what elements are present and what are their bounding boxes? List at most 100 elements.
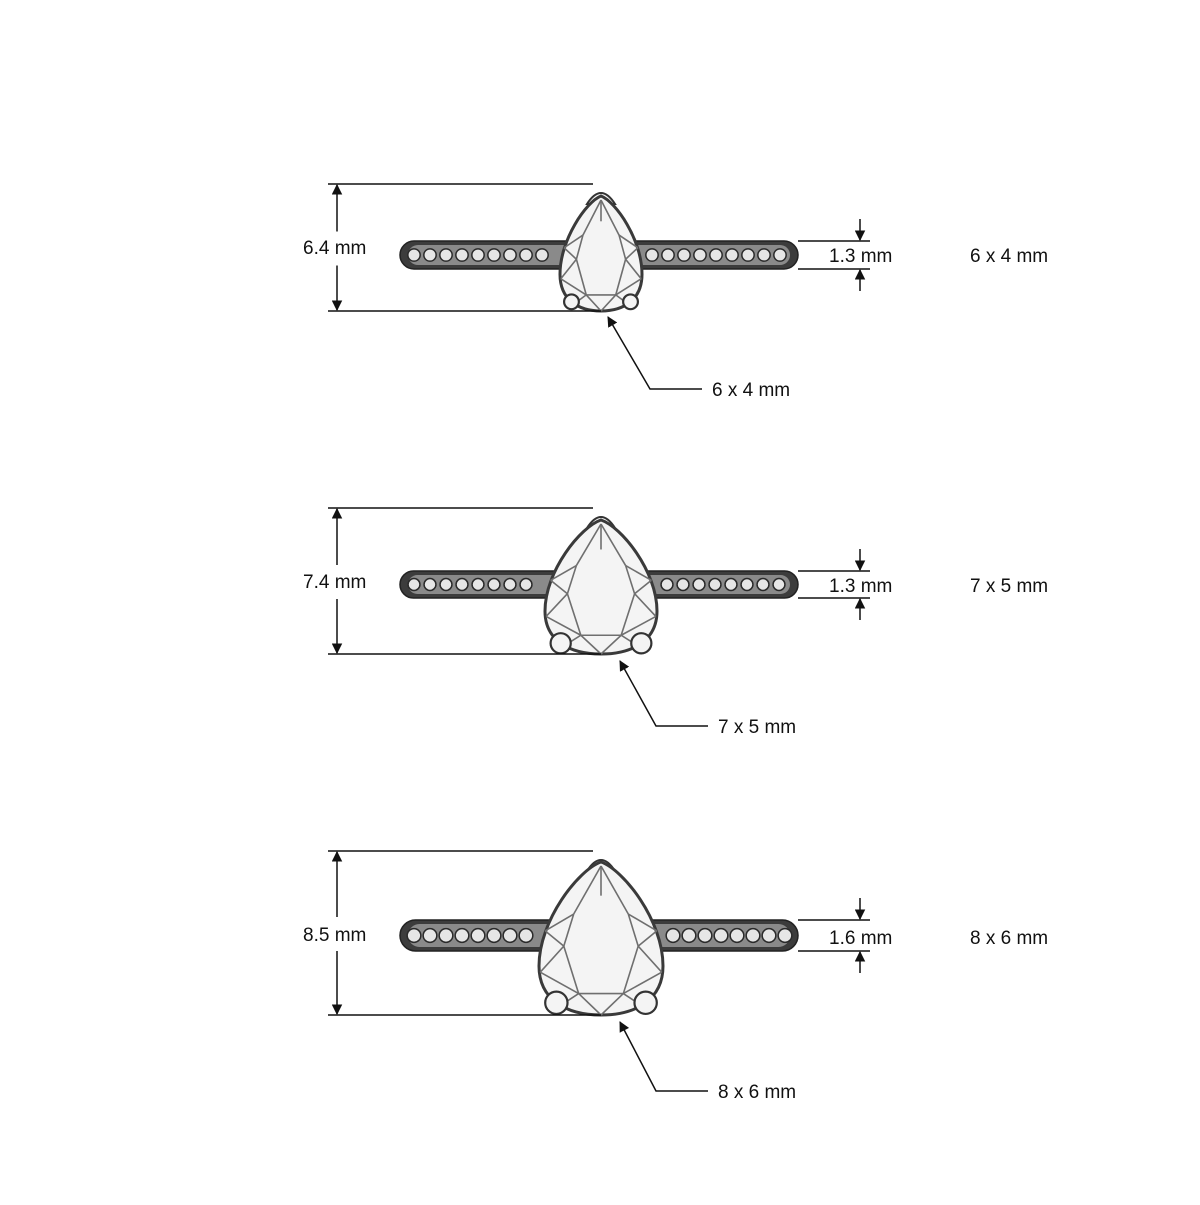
- total-height-label: 6.4 mm: [303, 238, 367, 259]
- pave-stone: [709, 248, 723, 262]
- pave-stone: [676, 577, 690, 592]
- pave-stone: [438, 927, 454, 944]
- gem-facet: [539, 945, 565, 973]
- pave-stone: [740, 577, 754, 592]
- pave-stone: [471, 577, 485, 592]
- side-prong: [622, 293, 640, 311]
- gem-facet: [624, 565, 636, 594]
- gem-facet: [620, 593, 636, 636]
- gem-facet: [600, 523, 627, 566]
- gem-facet: [600, 199, 620, 236]
- gem-facet: [563, 247, 577, 260]
- pave-stone: [503, 577, 517, 592]
- stone-size-label: 8 x 6 mm: [970, 928, 1049, 949]
- band-width-label: 1.3 mm: [829, 576, 893, 597]
- gem-facet: [560, 278, 587, 296]
- gem-facet: [614, 259, 627, 296]
- gem-facet: [573, 865, 602, 915]
- gem-facet: [563, 234, 584, 249]
- gem-facet: [634, 593, 657, 618]
- pave-stone: [406, 927, 422, 944]
- pave-stone: [407, 248, 421, 262]
- side-prong: [549, 632, 572, 655]
- gem-facet: [575, 259, 588, 296]
- side-prong: [630, 632, 653, 655]
- pave-stone: [777, 927, 793, 944]
- gem-facet: [627, 913, 639, 947]
- gem-facet: [622, 945, 639, 994]
- gem-facet: [545, 593, 568, 618]
- gem-facet: [618, 234, 639, 249]
- stone-size-label: 7 x 5 mm: [970, 576, 1049, 597]
- gem-facet: [563, 913, 575, 947]
- pave-stone: [725, 248, 739, 262]
- gem-facet: [637, 945, 663, 973]
- pave-stone: [741, 248, 755, 262]
- pave-stone: [470, 927, 486, 944]
- pave-stone: [519, 577, 533, 592]
- stone-callout-leader: [619, 660, 708, 727]
- pave-stone: [439, 248, 453, 262]
- pave-stone: [407, 577, 421, 592]
- stone-size-label: 6 x 4 mm: [970, 246, 1049, 267]
- pave-stone: [471, 248, 485, 262]
- pave-stone: [713, 927, 729, 944]
- gem-facet: [560, 258, 578, 280]
- pave-stone: [761, 927, 777, 944]
- gem-facet: [624, 258, 642, 280]
- pave-stone: [708, 577, 722, 592]
- gem-facet: [625, 247, 639, 260]
- gem-facet: [550, 564, 577, 581]
- gem-facet: [637, 930, 658, 947]
- gem-facet: [580, 634, 602, 655]
- pave-stone: [773, 248, 787, 262]
- pave-stone: [693, 248, 707, 262]
- gem-facet: [622, 971, 663, 995]
- pave-stone: [665, 927, 681, 944]
- stone-callout-label: 8 x 6 mm: [718, 1082, 797, 1103]
- pave-stone: [681, 927, 697, 944]
- pave-stone: [519, 248, 533, 262]
- pave-stone: [661, 248, 675, 262]
- stone-callout-leader: [607, 316, 702, 390]
- gem-facet: [582, 199, 602, 236]
- gem-facet: [600, 294, 617, 312]
- band-width-label: 1.3 mm: [829, 246, 893, 267]
- stone-callout-label: 6 x 4 mm: [712, 380, 791, 401]
- stone-callout-label: 7 x 5 mm: [718, 717, 797, 738]
- gem-facet: [545, 615, 582, 636]
- side-prong: [562, 293, 580, 311]
- pave-stone: [677, 248, 691, 262]
- gem-facet: [634, 579, 652, 595]
- gem-facet: [550, 579, 568, 595]
- pave-stone: [454, 927, 470, 944]
- gem-facet: [627, 913, 658, 932]
- pave-stone: [422, 927, 438, 944]
- pave-stone: [645, 248, 659, 262]
- gem-facet: [615, 278, 642, 296]
- pave-stone: [724, 577, 738, 592]
- total-height-label: 8.5 mm: [303, 925, 367, 946]
- gem-facet: [625, 564, 652, 581]
- pave-stone: [503, 248, 517, 262]
- pave-stone: [660, 577, 674, 592]
- total-height-label: 7.4 mm: [303, 572, 367, 593]
- stone-callout-leader: [619, 1021, 708, 1092]
- gem-facet: [566, 593, 582, 636]
- pave-stone: [757, 248, 771, 262]
- pave-stone: [729, 927, 745, 944]
- pave-stone: [518, 927, 534, 944]
- gem-facet: [585, 294, 602, 312]
- pave-stone: [772, 577, 786, 592]
- gem-facet: [600, 865, 629, 915]
- gem-facet: [575, 523, 602, 566]
- side-prong: [544, 990, 569, 1016]
- gem-facet: [578, 993, 602, 1016]
- pave-stone: [487, 577, 501, 592]
- pave-stone: [423, 248, 437, 262]
- pave-stone: [487, 248, 501, 262]
- ring-3: [328, 850, 870, 1092]
- ring-1: [328, 183, 870, 390]
